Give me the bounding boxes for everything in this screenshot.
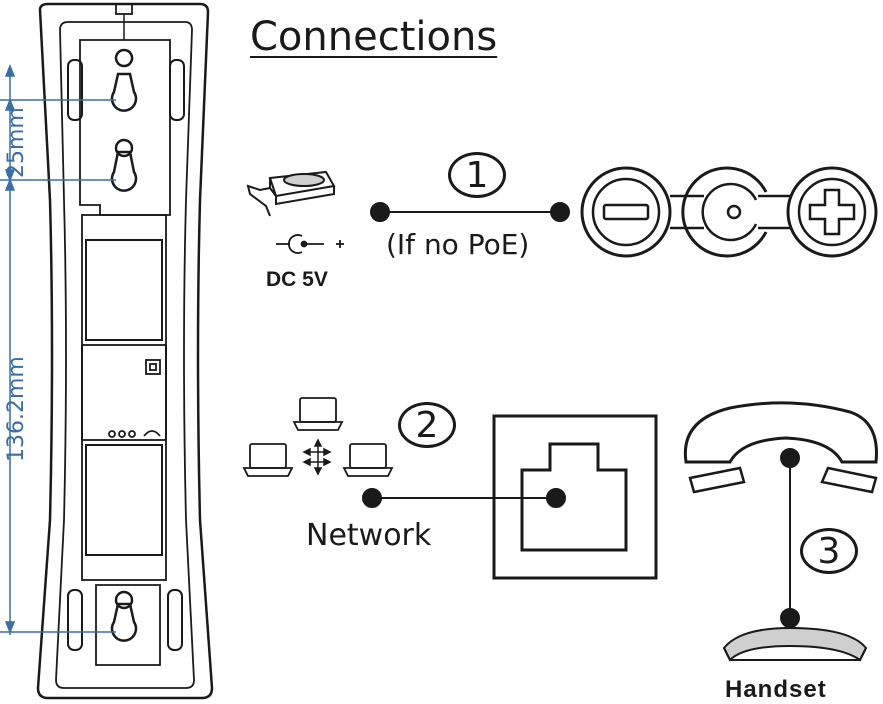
network-label: Network — [306, 518, 432, 553]
dimension-mount-spacing: 136.2mm — [4, 356, 29, 462]
dimension-lines — [0, 63, 116, 635]
handset-label: Handset — [725, 676, 827, 703]
polarity-diagram — [580, 166, 878, 258]
dimension-hole-spacing: 25mm — [4, 107, 29, 178]
step-2-badge: 2 — [398, 402, 456, 448]
power-adapter-icon — [246, 170, 336, 217]
network-computers-icon — [242, 397, 394, 477]
page-title: Connections — [250, 14, 498, 60]
network-arrows-icon — [302, 438, 332, 476]
poe-note: (If no PoE) — [386, 228, 530, 261]
handset-receiver-icon — [683, 401, 878, 494]
network-connection-line — [362, 488, 566, 508]
step-3-badge: 3 — [800, 528, 858, 574]
handset-cradle-icon — [722, 626, 868, 662]
power-connection-line — [370, 202, 570, 222]
phone-inner-frame — [67, 39, 185, 666]
ethernet-port-icon — [492, 414, 658, 580]
phone-back-port-icons — [108, 359, 161, 438]
dc-polarity-symbol — [276, 234, 344, 254]
step-1-badge: 1 — [448, 152, 506, 198]
phone-base-outline — [36, 2, 214, 700]
handset-connection-line — [780, 448, 800, 628]
dc-power-label: DC 5V — [266, 268, 328, 291]
